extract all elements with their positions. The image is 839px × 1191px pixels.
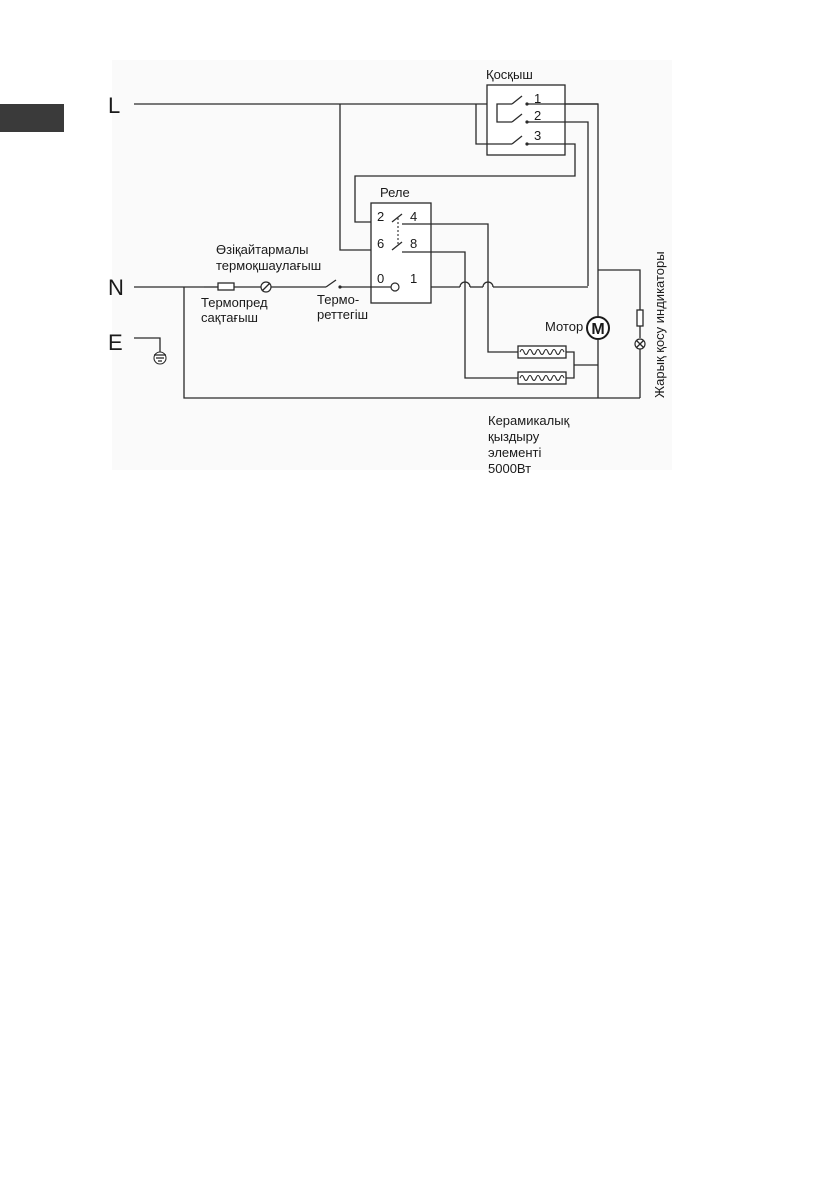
relay-out-8-wire: [402, 251, 518, 379]
thermal-cutout-label-line2: термоқшаулағыш: [216, 258, 321, 273]
relay-contact-lower: [391, 241, 403, 251]
relay-terminal-6: 6: [377, 236, 384, 251]
page-section-tab: [0, 104, 64, 132]
switch-contact-3: [511, 135, 523, 145]
switch-terminal-2: 2: [534, 108, 541, 123]
earth-wire: [134, 337, 161, 352]
earth-line-label: E: [108, 330, 123, 355]
thermal-fuse: [217, 282, 235, 291]
relay-terminal-2: 2: [377, 209, 384, 224]
relay-title: Реле: [380, 185, 410, 200]
wire-crossing-1: [459, 281, 471, 288]
thermostat-label-line2: реттегіш: [317, 307, 368, 322]
thermostat-switch: [325, 279, 337, 288]
wire-crossing-2: [482, 281, 494, 288]
switch-contact-1: [511, 95, 523, 105]
heating-element-upper: [517, 345, 567, 359]
relay-coil: [390, 282, 400, 292]
switch-out-3-wire: [354, 143, 576, 223]
switch-common-wire: [496, 103, 512, 123]
relay-terminal-4: 4: [410, 209, 417, 224]
switch-terminal-1: 1: [534, 91, 541, 106]
live-line-label: L: [108, 93, 120, 118]
heating-element-label-line1: Керамикалық: [488, 413, 570, 428]
heating-element-label-line3: элементі: [488, 445, 541, 460]
relay-terminal-0: 0: [377, 271, 384, 286]
relay-terminal-8: 8: [410, 236, 417, 251]
switch-terminal-3: 3: [534, 128, 541, 143]
switch-out-2-wire: [527, 121, 589, 286]
heating-element-lower: [517, 371, 567, 385]
motor-symbol-letter: M: [591, 321, 604, 338]
motor-label: Мотор: [545, 319, 583, 334]
thermal-fuse-label-line1: Термопред: [201, 295, 268, 310]
relay-terminal-1: 1: [410, 271, 417, 286]
neutral-line-label: N: [108, 275, 124, 300]
indicator-label: Жарық қосу индикаторы: [652, 251, 667, 398]
thermal-cutout-label-line1: Өзіқайтармалы: [216, 242, 309, 257]
indicator-feed-wire: [598, 269, 641, 310]
heating-element-label-line2: қыздыру: [488, 429, 540, 444]
switch-contact-2: [511, 113, 523, 123]
thermostat-label-line1: Термо-: [317, 292, 359, 307]
neutral-return-wire: [183, 287, 640, 399]
switch-title: Қосқыш: [486, 67, 533, 82]
relay-out-4-wire: [402, 223, 518, 353]
relay-contact-upper: [391, 213, 403, 223]
switch-feed-wire: [475, 104, 512, 145]
thermal-fuse-label-line2: сақтағыш: [201, 310, 258, 325]
switch-out-1-wire: [527, 103, 599, 270]
heating-element-label-line4: 5000Вт: [488, 461, 531, 476]
indicator-resistor: [636, 309, 644, 327]
relay-box: [370, 202, 432, 304]
